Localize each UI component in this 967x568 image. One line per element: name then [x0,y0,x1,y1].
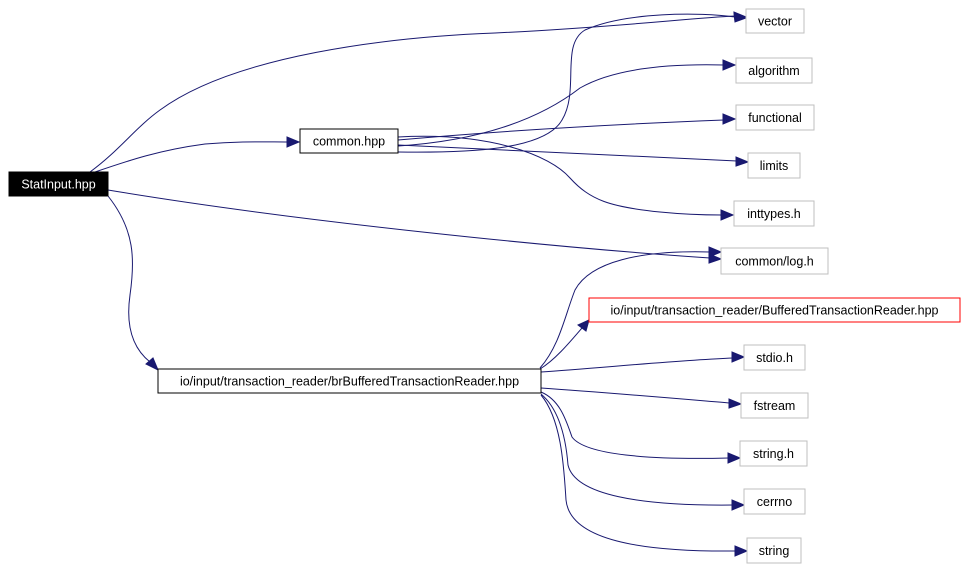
graph-nodes: StatInput.hpp common.hpp vector algorith… [8,8,961,564]
edge-arrow-common-vector [733,12,748,23]
node-label-inttypes: inttypes.h [747,207,801,221]
node-label-limits: limits [760,159,788,173]
node-cerrno[interactable]: cerrno [743,488,806,515]
edge-arrow-brbuffered-buffered [577,319,590,332]
edge-common-vector [397,13,736,153]
node-label-brbuffered: io/input/transaction_reader/brBufferedTr… [180,375,519,389]
edge-arrow-statinput-common [286,136,301,148]
edge-arrow-brbuffered-log [708,246,723,258]
edge-arrow-common-algorithm [722,59,737,71]
node-label-log: common/log.h [735,255,814,269]
node-functional[interactable]: functional [735,104,815,131]
node-label-stdio: stdio.h [756,351,793,365]
node-common[interactable]: common.hpp [299,128,399,154]
node-label-cerrno: cerrno [757,495,792,509]
node-stdio[interactable]: stdio.h [743,344,806,371]
node-label-functional: functional [748,111,802,125]
node-label-statinput: StatInput.hpp [21,178,95,192]
edge-arrow-statinput-brbuffered [145,357,159,372]
edge-statinput-common [94,141,289,173]
graph-edges [89,11,750,557]
node-label-common: common.hpp [313,135,385,149]
edge-brbuffered-fstream [540,387,731,404]
edge-arrow-common-inttypes [720,209,735,221]
edge-statinput-vector [89,15,736,173]
edge-brbuffered-stdio [540,357,734,373]
edge-brbuffered-buffered [539,327,583,370]
edge-statinput-brbuffered [107,195,151,363]
node-label-algorithm: algorithm [748,64,799,78]
node-statinput[interactable]: StatInput.hpp [8,171,109,197]
node-buffered[interactable]: io/input/transaction_reader/BufferedTran… [588,297,961,323]
node-label-buffered: io/input/transaction_reader/BufferedTran… [611,304,939,318]
edge-common-inttypes [397,135,723,216]
node-stringh[interactable]: string.h [739,440,808,467]
edge-arrow-brbuffered-string [734,545,749,557]
edge-arrow-brbuffered-stringh [727,452,742,464]
node-label-fstream: fstream [754,399,796,413]
edge-arrow-brbuffered-fstream [728,398,743,409]
edge-arrow-common-functional [722,113,737,125]
edge-brbuffered-cerrno [540,393,734,506]
edge-common-limits [397,144,738,162]
node-inttypes[interactable]: inttypes.h [733,200,815,227]
edge-arrow-brbuffered-stdio [731,351,746,363]
node-limits[interactable]: limits [747,152,801,179]
node-label-vector: vector [758,15,792,29]
node-brbuffered[interactable]: io/input/transaction_reader/brBufferedTr… [157,368,542,394]
node-algorithm[interactable]: algorithm [735,57,813,84]
edge-arrow-common-limits [735,156,750,167]
edge-brbuffered-stringh [540,391,730,459]
node-vector[interactable]: vector [745,8,805,34]
node-label-string: string [759,544,790,558]
node-log[interactable]: common/log.h [720,247,829,275]
node-label-stringh: string.h [753,447,794,461]
node-fstream[interactable]: fstream [740,392,809,419]
edge-statinput-log [107,189,711,259]
edge-common-algorithm [397,64,725,147]
edge-brbuffered-log [539,251,711,369]
node-string[interactable]: string [746,537,802,564]
edge-arrow-brbuffered-cerrno [731,499,746,511]
edge-brbuffered-string [540,394,737,552]
